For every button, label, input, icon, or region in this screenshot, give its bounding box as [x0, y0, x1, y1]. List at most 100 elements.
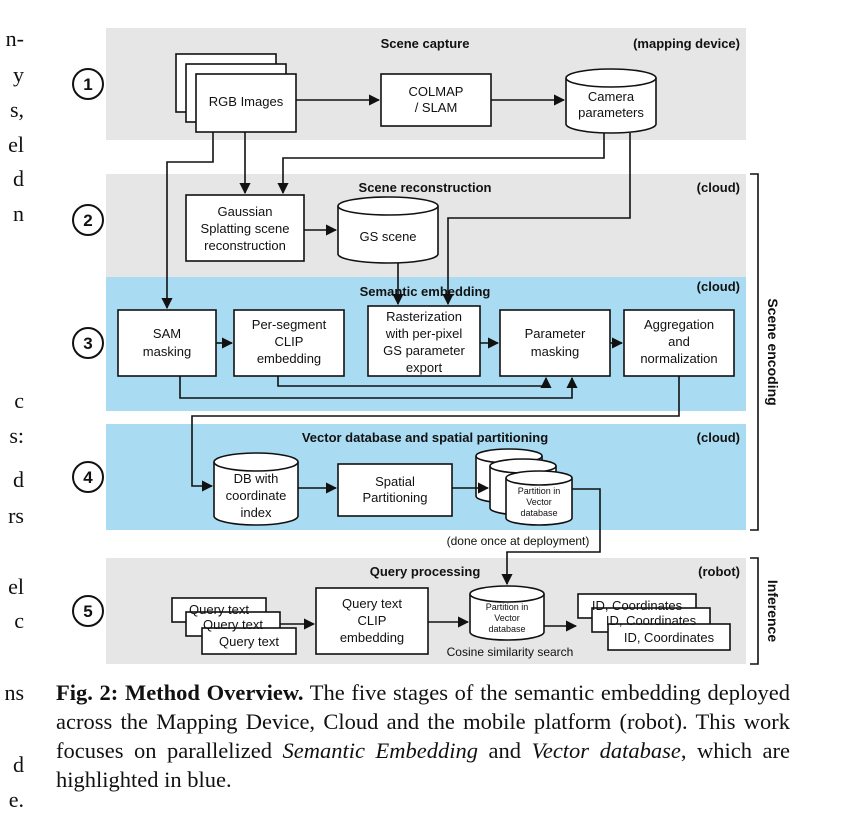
param-label-2: masking — [531, 344, 579, 359]
stage-4-location: (cloud) — [697, 430, 740, 445]
rgb-images-label: RGB Images — [209, 94, 284, 109]
param-label-1: Parameter — [525, 326, 586, 341]
qclip-label-3: embedding — [340, 630, 404, 645]
stage-4-marker — [72, 461, 104, 493]
cosine-note: Cosine similarity search — [447, 645, 574, 659]
qpartition-label-3: database — [488, 624, 525, 634]
partition-label-3: database — [520, 508, 557, 518]
qpartition-label-1: Partition in — [486, 602, 529, 612]
db-coordinate-cylinder — [213, 452, 299, 526]
caption-title: Method Overview. — [124, 680, 304, 705]
left-fragment: s, — [9, 97, 24, 122]
inference-bracket — [750, 557, 759, 665]
spatial-label-1: Spatial — [375, 474, 415, 489]
id-coordinates-front — [607, 623, 731, 651]
raster-label-1: Rasterization — [386, 309, 462, 324]
gs-scene-label: GS scene — [359, 229, 416, 244]
aggregation-box — [623, 309, 735, 377]
clip-label-1: Per-segment — [252, 317, 327, 332]
left-fragment: n — [13, 201, 24, 226]
colmap-label-1: COLMAP — [409, 84, 464, 99]
stage-3-number: 3 — [83, 334, 92, 353]
raster-label-2: with per-pixel — [385, 326, 463, 341]
stage-1-number: 1 — [83, 75, 92, 94]
stage-2-location: (cloud) — [697, 180, 740, 195]
agg-label-1: Aggregation — [644, 317, 714, 332]
partition-cylinder-stack — [475, 448, 573, 526]
clip-embedding-box — [233, 309, 345, 377]
query-clip-box — [315, 587, 429, 655]
colmap-label-2: / SLAM — [415, 100, 458, 115]
left-fragment: ns — [4, 680, 24, 705]
rgb-images-box — [195, 73, 297, 133]
left-fragment: s: — [9, 423, 24, 448]
left-fragment: d — [13, 166, 24, 191]
gs-scene-cylinder — [337, 196, 439, 264]
arrow-camera-raster — [442, 133, 631, 306]
arrow-sam-param — [179, 376, 578, 399]
caption-text-3: , which are highlighted in blue. — [56, 738, 790, 792]
camera-parameters-cylinder — [565, 68, 657, 134]
gaussian-label-3: reconstruction — [204, 238, 286, 253]
scene-encoding-label: Scene encoding — [765, 298, 781, 405]
parameter-masking-box — [499, 309, 611, 377]
spatial-label-2: Partitioning — [362, 490, 427, 505]
camera-label-1: Camera — [588, 89, 635, 104]
stage-4-number: 4 — [83, 468, 93, 487]
gaussian-label-1: Gaussian — [218, 204, 273, 219]
agg-label-2: and — [668, 334, 690, 349]
gaussian-label-2: Splatting scene — [201, 221, 290, 236]
inference-label: Inference — [765, 580, 781, 642]
qpartition-label-2: Vector — [494, 613, 520, 623]
db-label-3: index — [240, 505, 272, 520]
query-text-label-front: Query text — [219, 634, 279, 649]
left-fragment: c — [14, 608, 24, 633]
scene-encoding-bracket — [750, 173, 759, 531]
camera-label-2: parameters — [578, 105, 644, 120]
sam-label-2: masking — [143, 344, 191, 359]
raster-label-4: export — [406, 360, 443, 375]
stage-5-title: Query processing — [370, 564, 481, 579]
spatial-partitioning-box — [337, 463, 453, 517]
stage-5-location: (robot) — [698, 564, 740, 579]
arrow-rgb-sam — [161, 132, 214, 310]
figure-caption: Fig. 2: Method Overview. The five stages… — [56, 678, 790, 794]
qclip-label-2: CLIP — [358, 613, 387, 628]
caption-emphasis-2: Vector database — [531, 738, 681, 763]
arrow-partition-query — [501, 488, 601, 586]
stage-3-location: (cloud) — [697, 279, 740, 294]
left-fragment: el — [8, 132, 24, 157]
left-fragment: el — [8, 574, 24, 599]
sam-masking-box — [117, 309, 217, 377]
stage-2-marker — [72, 204, 104, 236]
gaussian-splatting-box — [185, 194, 305, 262]
agg-label-3: normalization — [640, 351, 717, 366]
left-fragment: y — [13, 62, 24, 87]
id-label-back: ID, Coordinates — [592, 598, 683, 613]
query-partition-cylinder — [469, 585, 545, 641]
query-text-label-back: Query text — [189, 602, 249, 617]
arrow-clip-param — [277, 376, 552, 389]
left-fragment: c — [14, 388, 24, 413]
stage-1-title: Scene capture — [381, 36, 470, 51]
caption-text-1: The five stages of the semantic embeddin… — [56, 680, 790, 763]
stage-2-title: Scene reconstruction — [359, 180, 492, 195]
deployment-note: (done once at deployment) — [447, 534, 590, 548]
stage-4-title: Vector database and spatial partitioning — [302, 430, 548, 445]
colmap-slam-box — [380, 73, 492, 127]
stage-2-number: 2 — [83, 211, 92, 230]
stage-1-location: (mapping device) — [633, 36, 740, 51]
caption-emphasis-1: Semantic Embedding — [282, 738, 479, 763]
caption-label: Fig. 2: — [56, 680, 119, 705]
id-label-front: ID, Coordinates — [624, 630, 715, 645]
stage-3-title: Semantic embedding — [360, 284, 491, 299]
arrow-camera-gaussian — [277, 133, 605, 195]
sam-label-1: SAM — [153, 326, 181, 341]
left-fragment: e. — [8, 787, 24, 812]
left-fragment: rs — [8, 503, 24, 528]
left-fragment: d — [13, 752, 24, 777]
stage-5-number: 5 — [83, 602, 92, 621]
db-label-2: coordinate — [226, 488, 287, 503]
clip-label-3: embedding — [257, 351, 321, 366]
